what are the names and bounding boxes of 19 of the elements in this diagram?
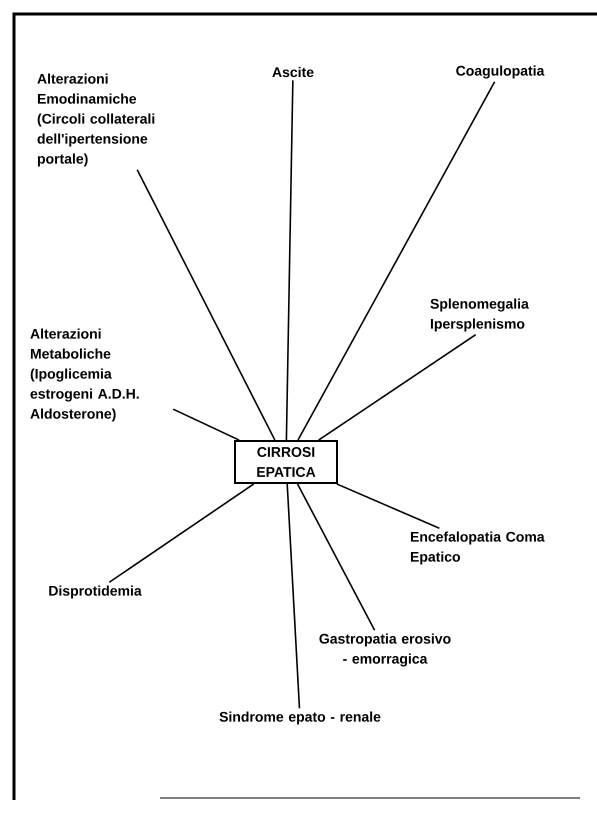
label-text: Alterazioni Metaboliche (Ipoglicemia estrogeni A.D.H. Aldosterone): [30, 328, 139, 422]
label-text: Sindrome epato - renale: [220, 711, 380, 725]
label-text: Ascite: [272, 66, 314, 78]
connector-line: [136, 169, 276, 440]
connector-line: [286, 80, 294, 440]
connector-line: [172, 408, 240, 441]
label-text: Coagulopatia: [456, 65, 544, 79]
label-text: Encefalopatia Coma Epatico: [410, 531, 545, 565]
center-box: CIRROSI EPATICA: [234, 440, 338, 484]
connector-line: [297, 81, 496, 440]
label-text: Disprotidemia: [49, 585, 142, 599]
label-text: Gastropatia erosivo - emorragica: [319, 633, 451, 667]
connector-line: [108, 483, 254, 583]
label-text: Splenomegalia Ipersplenismo: [430, 298, 529, 332]
connector-line: [286, 484, 300, 708]
connector-line: [318, 334, 476, 441]
connector-line: [336, 483, 440, 529]
label-text: Alterazioni Emodinamiche (Circoli collaterali dell'ipertensione portale): [37, 73, 154, 166]
connector-line: [296, 484, 376, 631]
